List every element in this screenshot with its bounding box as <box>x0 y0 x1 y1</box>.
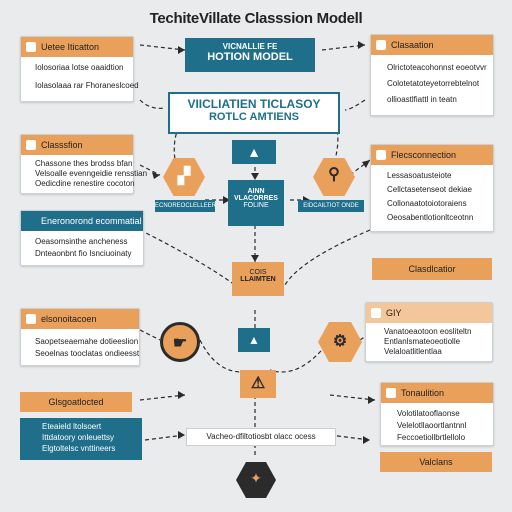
right-card-5-line-1: Volotilatooflaonse <box>397 409 460 418</box>
left-card-2: Classsfion Chassone thes brodss bfan Vel… <box>20 134 147 194</box>
main-banner: VIICLIATIEN TICLASOY ROTLC AMTIENS <box>168 92 340 134</box>
right-card-6: Valclans <box>380 452 492 472</box>
right-card-2-line-2: Cellctasetenseot dekiae <box>387 185 472 194</box>
warning-icon <box>26 140 36 150</box>
left-mid-label: ECNOREOCLELLEER <box>155 200 216 212</box>
left-card-2-line-3: Oedicdine renestire cocoton <box>35 179 135 188</box>
right-card-5-header: Tonaulition <box>381 383 493 403</box>
bug-icon: ✦ <box>250 470 262 486</box>
center-box: AINN VLACORRES FOLINE <box>228 180 284 226</box>
right-card-5-line-2: Velelotllaoortlantnnl <box>397 421 467 430</box>
right-card-2-line-4: Oeosabentlotionltceotnn <box>387 213 474 222</box>
top-center-line-1: VICNALLIE FE <box>222 42 278 51</box>
right-card-5: Tonaulition Volotilatooflaonse Velelotll… <box>380 382 494 446</box>
left-card-3-header: Eneronorond ecommatial <box>21 211 143 231</box>
left-card-1-header: Uetee Iticatton <box>21 37 133 57</box>
right-mid-label: EIDCAILTIOT ONDE <box>298 200 364 212</box>
warning-icon <box>386 388 396 398</box>
right-card-4: GIY Vanatoeaotoon eosliteltn Entlanlsmat… <box>365 302 493 362</box>
warning-box: ⚠ <box>240 370 276 398</box>
left-card-2-line-1: Chassone thes brodss bfan <box>35 159 133 168</box>
left-card-4: elsonoitacoen Saopetseaemahe dotieeslion… <box>20 308 140 366</box>
right-card-5-line-3: Feccoetiollbrtlellolo <box>397 433 466 442</box>
right-card-1-header: Clasaation <box>371 35 493 55</box>
up-arrow-icon: ▲ <box>247 144 261 160</box>
left-card-5-body: Eteaield ltolsoert Ittdatoory onleuettsy… <box>20 418 142 460</box>
center-line-2: VLACORRES <box>234 195 278 202</box>
center-orange-line-2: LLAIMTEN <box>240 276 276 283</box>
right-card-1-line-1: Olrictoteacohonnst eoeotvvr <box>387 63 487 72</box>
page-title: TechiteVillate Classsion Modell <box>149 10 363 27</box>
warning-icon: ⚠ <box>250 375 266 392</box>
left-card-3-line-2: Dnteaonbnt fio Isnciuoinaty <box>35 249 132 258</box>
right-card-4-header: GIY <box>366 303 492 323</box>
left-card-1: Uetee Iticatton Iolosoriaa lotse oaaidti… <box>20 36 139 102</box>
left-card-4-line-2: Seoelnas tooclatas ondieesst <box>35 349 140 358</box>
left-card-4-line-1: Saopetseaemahe dotieeslion <box>35 337 139 346</box>
center-line-3: FOLINE <box>243 202 269 209</box>
gear-icon <box>376 150 386 160</box>
hand-icon: ☛ <box>172 335 188 352</box>
card-icon <box>371 308 381 318</box>
left-card-5-line-2: Ittdatoory onleuettsy <box>42 433 115 442</box>
top-center-box: VICNALLIE FE HOTION MODEL <box>185 38 315 72</box>
up-arrow-box[interactable]: ▲ <box>232 140 276 164</box>
center-line-1: AINN <box>247 188 265 195</box>
chart-icon: ▞ <box>177 168 191 185</box>
left-card-1-line-2: Iolasolaaa rar Fhoraneslcoed <box>35 81 139 90</box>
left-card-1-line-1: Iolosoriaa lotse oaaidtion <box>35 63 124 72</box>
left-card-5-header: Glsgoatlocted <box>20 392 132 412</box>
hand-circle: ☛ <box>160 322 200 362</box>
center-orange-line-1: COIS <box>249 269 267 276</box>
main-banner-line-1: VIICLIATIEN TICLASOY <box>187 97 321 111</box>
bottom-bar: Vacheo-dfiltotiosbt olacc ocess <box>186 428 336 446</box>
card-icon <box>26 42 36 52</box>
right-card-2-line-1: Lessasoatusteiote <box>387 171 452 180</box>
pencil-icon <box>26 314 36 324</box>
right-card-2-line-3: Collonaatotoiotoraiens <box>387 199 467 208</box>
gear-icon: ⚙ <box>332 333 348 350</box>
right-card-2: Flecsconnection Lessasoatusteiote Cellct… <box>370 144 494 232</box>
left-card-3: Eneronorond ecommatial Oeasomsinthe anch… <box>20 210 144 266</box>
left-card-5-line-3: Elgtoltelsc vnttineers <box>42 444 116 453</box>
right-card-3: Clasdlcatior <box>372 258 492 280</box>
left-card-3-line-1: Oeasomsinthe ancheness <box>35 237 128 246</box>
right-card-1: Clasaation Olrictoteacohonnst eoeotvvr C… <box>370 34 494 116</box>
right-card-1-line-2: Colotetatoteyetorrebtelnot <box>387 79 480 88</box>
left-card-4-header: elsonoitacoen <box>21 309 139 329</box>
center-orange-box: COIS LLAIMTEN <box>232 262 284 296</box>
right-card-1-line-3: ollioastlfiattl in teatn <box>387 95 457 104</box>
right-card-4-line-3: Velaloatlitlentlaa <box>384 347 442 356</box>
left-card-2-line-2: Velsoalle evenngeidie rensstian <box>35 169 148 178</box>
magnifier-icon: ⚲ <box>328 166 340 183</box>
main-banner-line-2: ROTLC AMTIENS <box>208 111 300 123</box>
gear-hex: ⚙ <box>318 322 362 362</box>
up-arrow-icon: ▲ <box>248 333 260 347</box>
left-card-2-header: Classsfion <box>21 135 133 155</box>
left-card-5-line-1: Eteaield ltolsoert <box>42 422 102 431</box>
up-arrow-box-2[interactable]: ▲ <box>238 328 270 352</box>
right-card-4-line-2: Entlanlsmateoeotiolle <box>384 337 461 346</box>
card-icon <box>376 40 386 50</box>
right-card-2-header: Flecsconnection <box>371 145 493 165</box>
top-center-line-2: HOTION MODEL <box>207 51 293 63</box>
right-card-4-line-1: Vanatoeaotoon eosliteltn <box>384 327 472 336</box>
